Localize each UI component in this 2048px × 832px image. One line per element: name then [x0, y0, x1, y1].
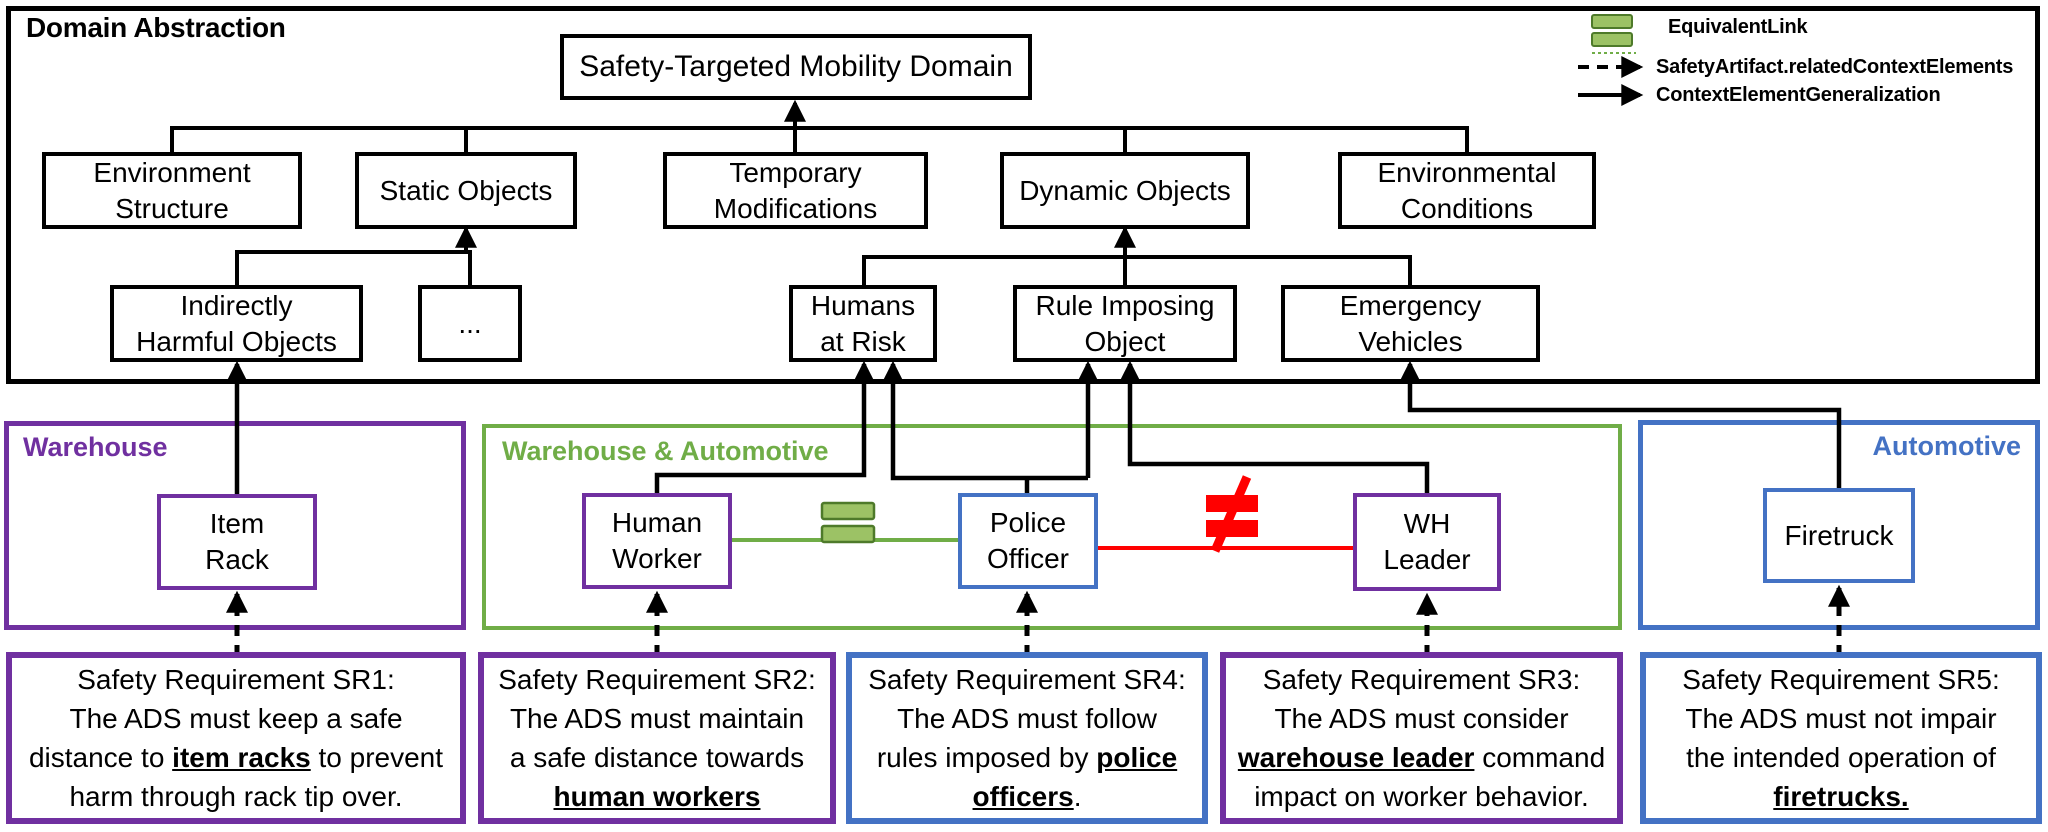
safety-requirement-sr4-box: Safety Requirement SR4: The ADS must fol…: [846, 652, 1208, 824]
domain-abstraction-title: Domain Abstraction: [26, 12, 286, 43]
safety-targeted-mobility-domain-box: Safety-Targeted Mobility Domain: [560, 34, 1032, 100]
box-indirectly-harmful-objects: Indirectly Harmful Objects: [110, 285, 363, 362]
box-item-rack: Item Rack: [157, 494, 317, 590]
box-environment-structure: Environment Structure: [42, 152, 302, 229]
box-wh-leader: WH Leader: [1353, 493, 1501, 591]
safety-requirement-sr3-box: Safety Requirement SR3: The ADS must con…: [1220, 652, 1623, 824]
legend-item-context-element-generalization: ContextElementGeneralization: [1656, 84, 1941, 106]
box-human-worker: Human Worker: [582, 493, 732, 589]
legend-item-related-context-elements: SafetyArtifact.relatedContextElements: [1656, 56, 2014, 78]
safety-requirement-sr1-box: Safety Requirement SR1: The ADS must kee…: [6, 652, 466, 824]
safety-targeted-mobility-domain-label: Safety-Targeted Mobility Domain: [579, 50, 1013, 83]
box-dynamic-objects: Dynamic Objects: [1000, 152, 1250, 229]
box-temporary-modifications: Temporary Modifications: [663, 152, 928, 229]
box-rule-imposing-object: Rule Imposing Object: [1013, 285, 1237, 362]
box-ellipsis: ...: [418, 285, 522, 362]
region-warehouse-label: Warehouse: [23, 432, 168, 462]
region-warehouse-automotive-label: Warehouse & Automotive: [502, 436, 829, 466]
box-police-officer: Police Officer: [958, 493, 1098, 589]
box-humans-at-risk: Humans at Risk: [789, 285, 937, 362]
legend-item-equivalentlink: EquivalentLink: [1668, 16, 1808, 38]
box-firetruck: Firetruck: [1763, 488, 1915, 583]
box-environmental-conditions: Environmental Conditions: [1338, 152, 1596, 229]
region-automotive-label: Automotive: [1872, 431, 2022, 461]
safety-requirement-sr2-box: Safety Requirement SR2: The ADS must mai…: [478, 652, 836, 824]
box-emergency-vehicles: Emergency Vehicles: [1281, 285, 1540, 362]
box-static-objects: Static Objects: [355, 152, 577, 229]
safety-requirement-sr5-box: Safety Requirement SR5: The ADS must not…: [1640, 652, 2042, 824]
